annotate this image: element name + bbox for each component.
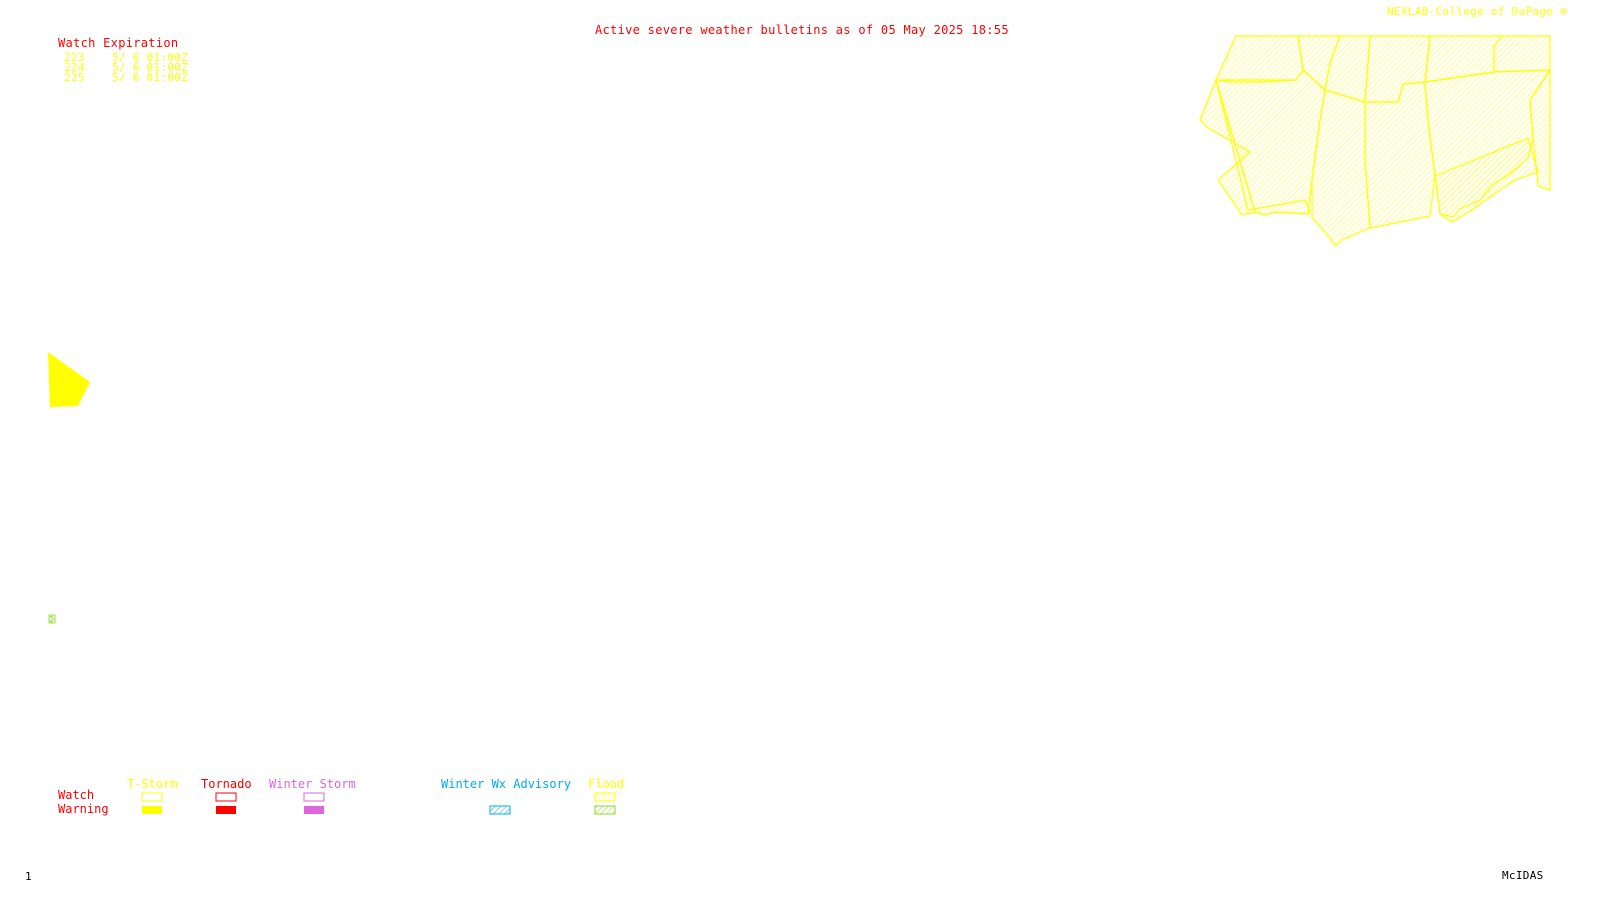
watch-expiration-heading: Watch Expiration bbox=[58, 36, 179, 50]
legend-warning-row-label: Warning bbox=[58, 802, 109, 816]
watch-county-region bbox=[1199, 35, 1552, 247]
legend-tornado-watch-swatch bbox=[215, 792, 237, 802]
legend-winter-adv-warning-swatch bbox=[489, 805, 511, 815]
frame-number: 1 bbox=[25, 870, 32, 883]
watch-id: 223 bbox=[64, 51, 85, 64]
legend-tstorm-watch-swatch bbox=[141, 792, 163, 802]
legend-flood-watch-swatch bbox=[594, 792, 616, 802]
watch-expires: 5/ 6 01:00Z bbox=[112, 61, 189, 74]
legend-winter-storm-watch-swatch bbox=[303, 792, 325, 802]
flood-marker-label: 2 bbox=[49, 615, 54, 624]
legend-tornado-label: Tornado bbox=[201, 777, 252, 791]
page-title: Active severe weather bulletins as of 05… bbox=[595, 23, 1009, 37]
legend-winter-storm-label: Winter Storm bbox=[269, 777, 356, 791]
legend-flood-label: Flood bbox=[588, 777, 625, 791]
watch-id: 224 bbox=[64, 61, 85, 74]
watch-expires: 5/ 6 01:00Z bbox=[112, 51, 189, 64]
watch-id: 225 bbox=[64, 71, 85, 84]
legend-watch-row-label: Watch bbox=[58, 788, 95, 802]
legend-flood-warning-swatch bbox=[594, 805, 616, 815]
credit-text: NEXLAB-College of DuPage ® bbox=[1387, 5, 1567, 18]
legend-swatches bbox=[141, 792, 616, 815]
tstorm-warning-polygon bbox=[48, 352, 90, 407]
legend-winter-storm-warning-swatch bbox=[304, 806, 324, 814]
legend-tstorm-label: T-Storm bbox=[127, 777, 178, 791]
software-label: McIDAS bbox=[1502, 869, 1544, 882]
watch-expires: 5/ 6 01:00Z bbox=[112, 71, 189, 84]
legend-tornado-warning-swatch bbox=[216, 806, 236, 814]
flood-marker bbox=[48, 614, 56, 624]
legend-winter-adv-label: Winter Wx Advisory bbox=[441, 777, 572, 791]
legend-tstorm-warning-swatch bbox=[142, 806, 162, 814]
